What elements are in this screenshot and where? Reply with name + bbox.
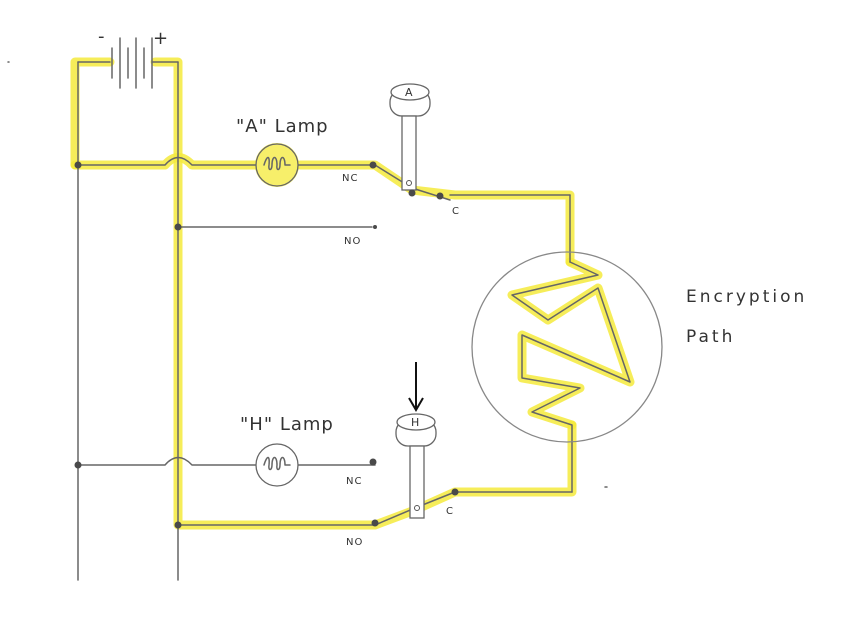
contact-a-nc-label: NC [342, 173, 358, 184]
battery-symbol [111, 37, 153, 89]
contact-h-no-label: NO [346, 537, 363, 548]
contact-h-nc-label: NC [346, 476, 362, 487]
key-h-cap-label: H [411, 416, 419, 429]
lamp-a-label: "A" Lamp [236, 116, 329, 137]
lamp-h-label: "H" Lamp [240, 414, 334, 435]
junction-dots [74, 161, 459, 529]
arrow-down-icon [408, 362, 424, 412]
key-a-switch [389, 83, 431, 191]
lamp-h-icon [255, 443, 299, 487]
battery-plus-label: + [153, 28, 169, 49]
battery-minus-label: - [98, 26, 106, 47]
encryption-label-line1: Encryption [686, 287, 807, 307]
encryption-path-circle [471, 251, 663, 443]
lamp-a-icon [255, 143, 299, 187]
active-path-highlight [70, 57, 635, 530]
key-h-switch [395, 413, 437, 519]
contact-a-c-label: C [452, 206, 460, 217]
wiring [7, 61, 631, 581]
contact-h-c-label: C [446, 506, 454, 517]
encryption-label-line2: Path [686, 327, 735, 347]
contact-a-no-label: NO [344, 236, 361, 247]
key-a-cap-label: A [405, 86, 413, 99]
